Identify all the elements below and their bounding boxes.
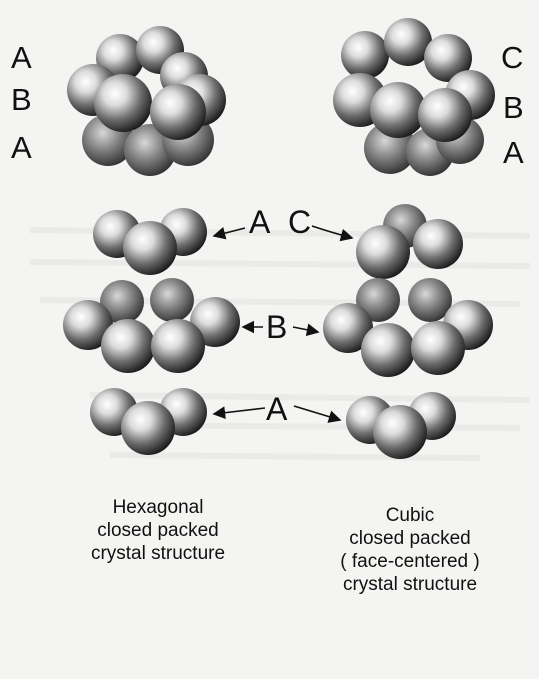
ccp-caption-line-3: ( face-centered ) — [310, 550, 510, 573]
hcp-stack-label-3: A — [11, 132, 32, 163]
sphere — [121, 401, 175, 455]
layer-label-a-top: A — [249, 206, 270, 238]
ccp-caption: Cubic closed packed ( face-centered ) cr… — [310, 504, 510, 596]
arrow-a-bottom-right — [294, 406, 340, 420]
sphere — [123, 221, 177, 275]
hcp-caption-line-1: Hexagonal — [58, 496, 258, 519]
hcp-stack-model — [67, 26, 226, 176]
sphere — [373, 405, 427, 459]
hcp-layer-middle-b — [63, 278, 240, 373]
sphere — [370, 82, 426, 138]
hcp-caption-line-3: crystal structure — [58, 542, 258, 565]
sphere — [411, 321, 465, 375]
ccp-stack-label-1: C — [501, 42, 523, 73]
layer-label-a-bottom: A — [266, 393, 287, 425]
layer-label-b: B — [266, 311, 287, 343]
ccp-layer-middle-b — [323, 278, 493, 377]
sphere — [94, 74, 152, 132]
ccp-stack-label-2: B — [503, 92, 524, 123]
hcp-caption-line-2: closed packed — [58, 519, 258, 542]
hcp-stack-label-1: A — [11, 42, 32, 73]
layer-label-c-top: C — [288, 206, 311, 238]
hcp-stack-label-2: B — [11, 84, 32, 115]
ccp-caption-line-1: Cubic — [310, 504, 510, 527]
sphere — [101, 319, 155, 373]
sphere — [341, 31, 389, 79]
ccp-layer-bottom-a — [346, 392, 456, 459]
sphere — [151, 319, 205, 373]
sphere — [356, 225, 410, 279]
sphere — [150, 84, 206, 140]
ccp-caption-line-4: crystal structure — [310, 573, 510, 596]
ccp-caption-line-2: closed packed — [310, 527, 510, 550]
ccp-stack-label-3: A — [503, 137, 524, 168]
arrow-a-bottom-left — [214, 408, 265, 414]
sphere — [150, 278, 194, 322]
sphere — [361, 323, 415, 377]
sphere — [418, 88, 472, 142]
sphere — [413, 219, 463, 269]
ccp-stack-model — [333, 18, 495, 176]
arrow-b-right — [293, 327, 318, 332]
hcp-caption: Hexagonal closed packed crystal structur… — [58, 496, 258, 565]
